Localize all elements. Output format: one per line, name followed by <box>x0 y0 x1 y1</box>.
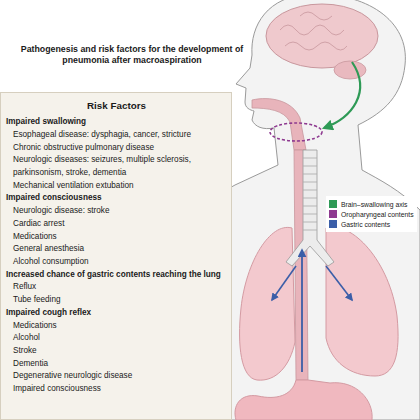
trachea-rings <box>303 158 317 230</box>
panel-heading: Risk Factors <box>6 98 227 113</box>
brain-gyri <box>280 12 347 50</box>
risk-item: Chronic obstructive pulmonary disease <box>6 142 227 155</box>
gastric-arrow-left <box>272 266 296 300</box>
figure-title: Pathogenesis and risk factors for the de… <box>14 44 250 67</box>
risk-item: Mechanical ventilation extubation <box>6 180 227 193</box>
brain-swallowing-arrow <box>324 62 360 128</box>
body-outline <box>200 0 420 420</box>
risk-item: Cardiac arrest <box>6 218 227 231</box>
risk-item: Neurologic disease: stroke <box>6 205 227 218</box>
legend-label: Oropharyngeal contents <box>341 211 414 218</box>
category-heading: Impaired swallowing <box>6 116 227 129</box>
legend-swatch <box>329 210 337 218</box>
risk-item: Dementia <box>6 358 227 371</box>
risk-item: Tube feeding <box>6 294 227 307</box>
legend-row: Gastric contents <box>329 220 414 228</box>
risk-factor-panel: Risk FactorsImpaired swallowingEsophagea… <box>0 92 232 420</box>
legend-row: Oropharyngeal contents <box>329 210 414 218</box>
oropharyngeal-ring <box>270 123 322 141</box>
risk-item: Medications <box>6 320 227 333</box>
pharynx <box>252 99 306 150</box>
risk-item: Esophageal disease: dysphagia, cancer, s… <box>6 129 227 142</box>
legend-row: Brain–swallowing axis <box>329 200 414 208</box>
risk-item: Medications <box>6 231 227 244</box>
category-heading: Increased chance of gastric contents rea… <box>6 269 227 282</box>
legend-swatch <box>329 220 337 228</box>
right-lung <box>326 227 398 376</box>
gastric-arrow <box>301 250 303 372</box>
category-heading: Impaired cough reflex <box>6 307 227 320</box>
risk-item: Impaired consciousness <box>6 383 227 396</box>
risk-item: Alcohol consumption <box>6 256 227 269</box>
gastric-arrow-right <box>326 266 352 300</box>
left-lung <box>240 227 295 380</box>
category-heading: Impaired consciousness <box>6 192 227 205</box>
legend-label: Gastric contents <box>341 221 390 228</box>
risk-item: Alcohol <box>6 332 227 345</box>
stomach <box>235 380 372 420</box>
cerebellum <box>334 61 366 79</box>
risk-item: Degenerative neurologic disease <box>6 370 227 383</box>
risk-item: Reflux <box>6 281 227 294</box>
legend-label: Brain–swallowing axis <box>341 201 408 208</box>
risk-item: General anesthesia <box>6 243 227 256</box>
legend: Brain–swallowing axisOropharyngeal conte… <box>326 196 417 232</box>
risk-item: Stroke <box>6 345 227 358</box>
risk-item: Neurologic diseases: seizures, multiple … <box>6 154 227 179</box>
brain <box>266 4 378 68</box>
legend-swatch <box>329 200 337 208</box>
